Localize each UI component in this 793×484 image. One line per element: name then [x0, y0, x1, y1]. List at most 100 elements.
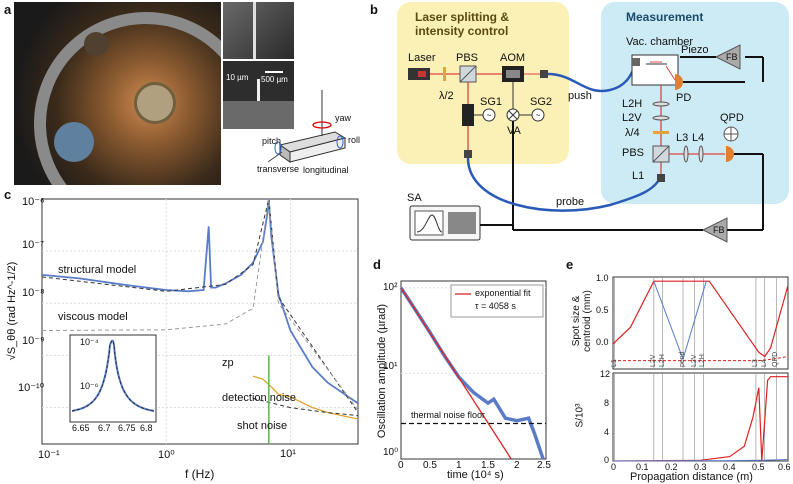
ytick-c-0: 10⁻⁶	[22, 196, 45, 208]
chart-d-legend	[450, 284, 544, 318]
element-label-7: L4	[760, 359, 768, 367]
chamber-photo	[14, 2, 221, 185]
ytick-c-3: 10⁻⁹	[22, 335, 45, 347]
ytick-e-bot-3: 0	[604, 455, 610, 465]
optical-setup: ~ ~	[408, 44, 764, 243]
inset-xtick-3: 6.8	[140, 423, 153, 433]
chart-e-series	[612, 280, 789, 462]
ytick-c-4: 10⁻¹⁰	[18, 382, 45, 394]
chart-d-series	[399, 286, 546, 460]
svg-text:~: ~	[536, 111, 541, 120]
c-series-line-4	[252, 397, 359, 417]
chart-c-series	[41, 198, 359, 445]
xtick-e-6: 0.6	[778, 462, 791, 472]
xtick-d-4: 2	[514, 460, 520, 471]
element-label-1: L2V	[649, 354, 657, 367]
roll-arrow-icon	[336, 135, 344, 149]
l4-lens-icon	[698, 145, 704, 163]
bar-icon	[278, 131, 347, 163]
label-fb-bottom: FB	[713, 225, 725, 235]
chart-e-ylabel-top: Spot size & centroid (mm)	[571, 290, 593, 352]
label-sa: SA	[407, 192, 422, 204]
label-l2h: L2H	[622, 98, 643, 110]
pd-icon	[675, 74, 683, 90]
quarter-wave-plate-icon	[653, 131, 669, 134]
axis-label-yaw: yaw	[335, 113, 352, 123]
annot-structural: structural model	[58, 264, 137, 276]
xtick-d-5: 2.5	[537, 460, 551, 471]
ytick-e-bot-1: 8	[604, 398, 610, 408]
label-aom: AOM	[500, 52, 526, 64]
inset-model-line	[71, 340, 155, 412]
label-piezo: Piezo	[681, 44, 709, 56]
inset-xtick-1: 6.7	[98, 423, 111, 433]
xtick-e-5: 0.5	[752, 462, 765, 472]
panel-d-letter: d	[373, 257, 381, 272]
label-laser: Laser	[408, 52, 436, 64]
chart-e-grid	[614, 277, 777, 461]
label-half-wave: λ/2	[439, 90, 454, 102]
inset-ytick-0: 10⁻⁴	[80, 337, 99, 347]
ytick-e-top-2: 0.0	[596, 337, 609, 347]
sem-image-top	[223, 2, 294, 59]
label-sg1: SG1	[480, 96, 503, 108]
laser-control-box	[397, 2, 569, 164]
panel-a-letter: a	[4, 2, 12, 17]
label-pbs2: PBS	[622, 147, 645, 159]
chart-d-xlabel: time (10⁴ s)	[447, 469, 504, 481]
panel-b-letter: b	[370, 2, 378, 17]
spectrum-chart	[41, 198, 359, 445]
element-label-2: L2H	[658, 354, 666, 367]
inset-xtick-0: 6.65	[72, 423, 90, 433]
panel-d: d Oscillation amplitude (µrad) time (10⁴…	[367, 255, 557, 484]
legend-fit-label: exponential fit	[475, 288, 531, 298]
label-l3: L3	[676, 132, 689, 144]
fiber-coupler-push-icon	[540, 70, 548, 78]
label-pbs1: PBS	[456, 52, 479, 64]
panel-c-letter: c	[4, 187, 12, 202]
label-quarter-wave: λ/4	[625, 127, 640, 139]
c-series-line-0	[41, 198, 359, 405]
ytick-e-bot-2: 4	[604, 427, 610, 437]
chart-e-top-frame	[612, 276, 789, 370]
inset-xtick-2: 6.75	[118, 423, 136, 433]
pendulum-axes-diagram	[267, 90, 347, 163]
axis-label-pitch: pitch	[262, 136, 282, 146]
c-series-line-1	[41, 198, 359, 413]
element-label-6: L3	[751, 359, 759, 367]
sem-image-bottom: 10 µm 500 µm	[223, 61, 294, 129]
chart-c-xlabel: f (Hz)	[185, 467, 215, 481]
axis-label-transverse: transverse	[257, 164, 300, 174]
laser-control-title: Laser splitting & intensity control	[415, 10, 510, 38]
ytick-e-top-0: 1.0	[596, 273, 609, 283]
aom2-icon	[462, 104, 474, 126]
ytick-d-0: 10²	[383, 282, 398, 293]
panel-c: c √S_θθ (rad Hz^-1/2) f (Hz) 10⁻⁶ 10⁻⁷ 1…	[0, 185, 365, 484]
annot-shot: shot noise	[237, 420, 288, 432]
l2v-lens-icon	[652, 115, 670, 121]
label-l2v: L2V	[622, 112, 642, 124]
measurement-title: Measurement	[626, 10, 704, 24]
ytick-c-1: 10⁻⁷	[22, 239, 45, 251]
panel-e-letter: e	[566, 257, 574, 272]
ytick-d-1: 10¹	[383, 361, 398, 372]
xtick-e-4: 0.4	[723, 462, 736, 472]
element-label-4: L2V	[690, 354, 698, 367]
svg-text:~: ~	[487, 111, 492, 120]
label-qpd: QPD	[720, 112, 744, 124]
element-label-0: L1	[610, 359, 618, 367]
ytick-c-2: 10⁻⁸	[22, 287, 45, 299]
legend-tau-label: τ = 4058 s	[475, 301, 516, 311]
chart-e-xlabel: Propagation distance (m)	[630, 471, 753, 483]
xtick-d-2: 1	[456, 460, 462, 471]
label-fb-top: FB	[726, 52, 738, 62]
axis-label-roll: roll	[348, 135, 361, 145]
e-bottom-series-line-0	[612, 376, 788, 462]
e-top-series-line-0	[612, 280, 789, 358]
fiber-coupler-probe-icon	[464, 150, 472, 158]
ytick-d-2: 10⁰	[383, 447, 399, 458]
label-sg2: SG2	[530, 96, 553, 108]
fb-top-icon	[714, 44, 741, 70]
panel-e: e Spot size & centroid (mm) S/10³ Propag…	[560, 255, 793, 484]
ringdown-chart	[399, 280, 547, 460]
